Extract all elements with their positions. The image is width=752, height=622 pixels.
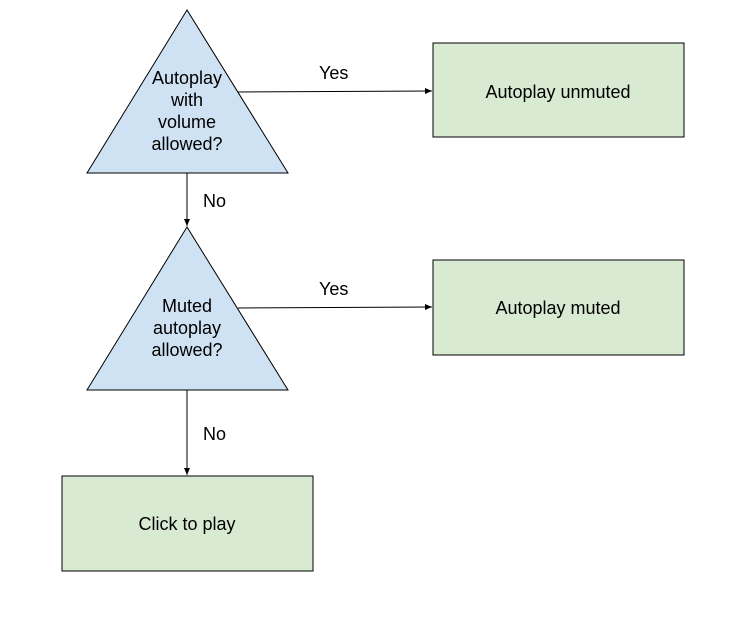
edge-yes-label-2: Yes xyxy=(319,279,348,299)
decision-autoplay-volume-line-4: allowed? xyxy=(151,134,222,154)
decision-autoplay-volume-line-1: Autoplay xyxy=(152,68,222,88)
edge-yes-to-autoplay-unmuted xyxy=(237,88,433,95)
outcome-autoplay-unmuted-box xyxy=(432,42,685,138)
edge-no-label-1: No xyxy=(203,191,226,211)
outcome-autoplay-unmuted-label: Autoplay unmuted xyxy=(485,82,630,102)
edge-no-label-2: No xyxy=(203,424,226,444)
outcome-click-to-play-label: Click to play xyxy=(138,514,235,534)
outcome-click-to-play-box xyxy=(61,475,314,572)
edge-yes-to-autoplay-muted xyxy=(237,304,433,311)
edge-yes-label-1: Yes xyxy=(319,63,348,83)
decision-muted-autoplay-line-3: allowed? xyxy=(151,340,222,360)
outcome-autoplay-muted-box xyxy=(432,259,685,356)
decision-autoplay-volume-line-2: with xyxy=(170,90,203,110)
outcome-autoplay-muted-label: Autoplay muted xyxy=(495,298,620,318)
decision-muted-autoplay-line-2: autoplay xyxy=(153,318,221,338)
decision-muted-autoplay-line-1: Muted xyxy=(162,296,212,316)
decision-autoplay-volume-line-3: volume xyxy=(158,112,216,132)
